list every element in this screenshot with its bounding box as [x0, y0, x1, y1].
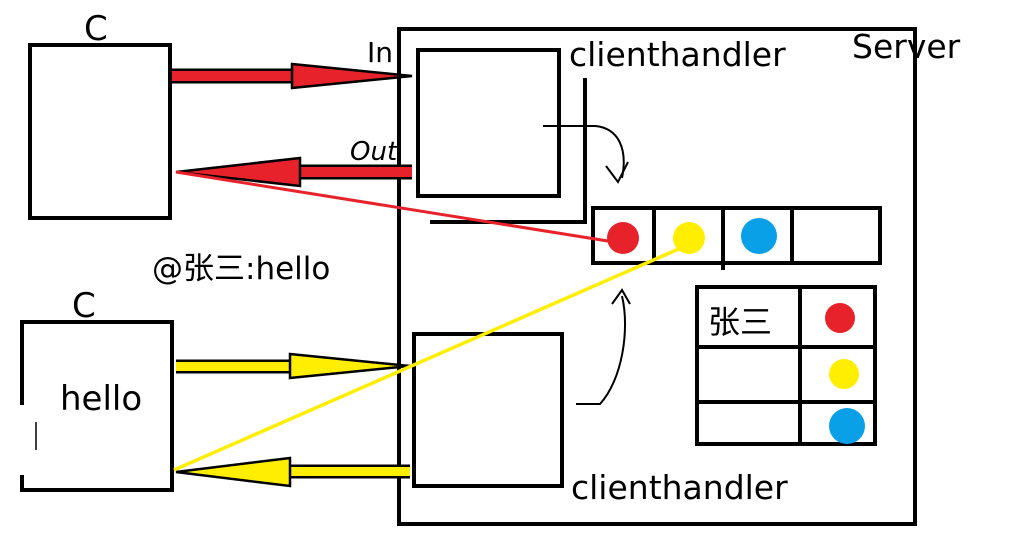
arrow-client-bottom-to-handler: [176, 352, 411, 380]
client-bottom-text: hello: [60, 379, 142, 419]
queue-outline: [591, 206, 882, 265]
queue: [591, 206, 882, 270]
queue-dot-blue: [741, 218, 777, 254]
arrow-handler-to-client-bottom: [175, 456, 410, 488]
map-outline: [695, 285, 877, 446]
client-top-label: C: [84, 9, 108, 49]
map-name-cell: 张三: [708, 303, 772, 341]
server-label: Server: [852, 27, 961, 66]
message-label: @张三:hello: [152, 251, 330, 287]
queue-dot-yellow: [673, 222, 705, 254]
yellow-connector: [173, 242, 691, 472]
in-label: In: [367, 36, 393, 69]
map-dot-blue: [829, 408, 865, 444]
client-bottom-box: [20, 320, 174, 492]
out-label: Out: [350, 137, 398, 167]
map-table: 张三: [695, 285, 877, 446]
client-top-box: [28, 43, 172, 220]
arrow-out-to-client-top: [175, 156, 412, 188]
red-connector: [175, 170, 615, 244]
map-dot-yellow: [829, 359, 859, 389]
arrow-client-top-to-in: [172, 62, 413, 90]
map-dot-red: [825, 303, 855, 333]
handler-top-bracket: [430, 78, 587, 224]
curve-arrow-handler-bottom-to-queue: [576, 288, 631, 405]
queue-dot-red: [607, 222, 639, 254]
handler-top-box: [416, 48, 561, 198]
handler-top-label: clienthandler: [569, 35, 786, 74]
server-box: [397, 27, 917, 526]
curve-arrow-handler-to-queue: [543, 125, 629, 184]
handler-bottom-label: clienthandler: [571, 468, 788, 507]
client-bottom-label: C: [72, 286, 96, 326]
